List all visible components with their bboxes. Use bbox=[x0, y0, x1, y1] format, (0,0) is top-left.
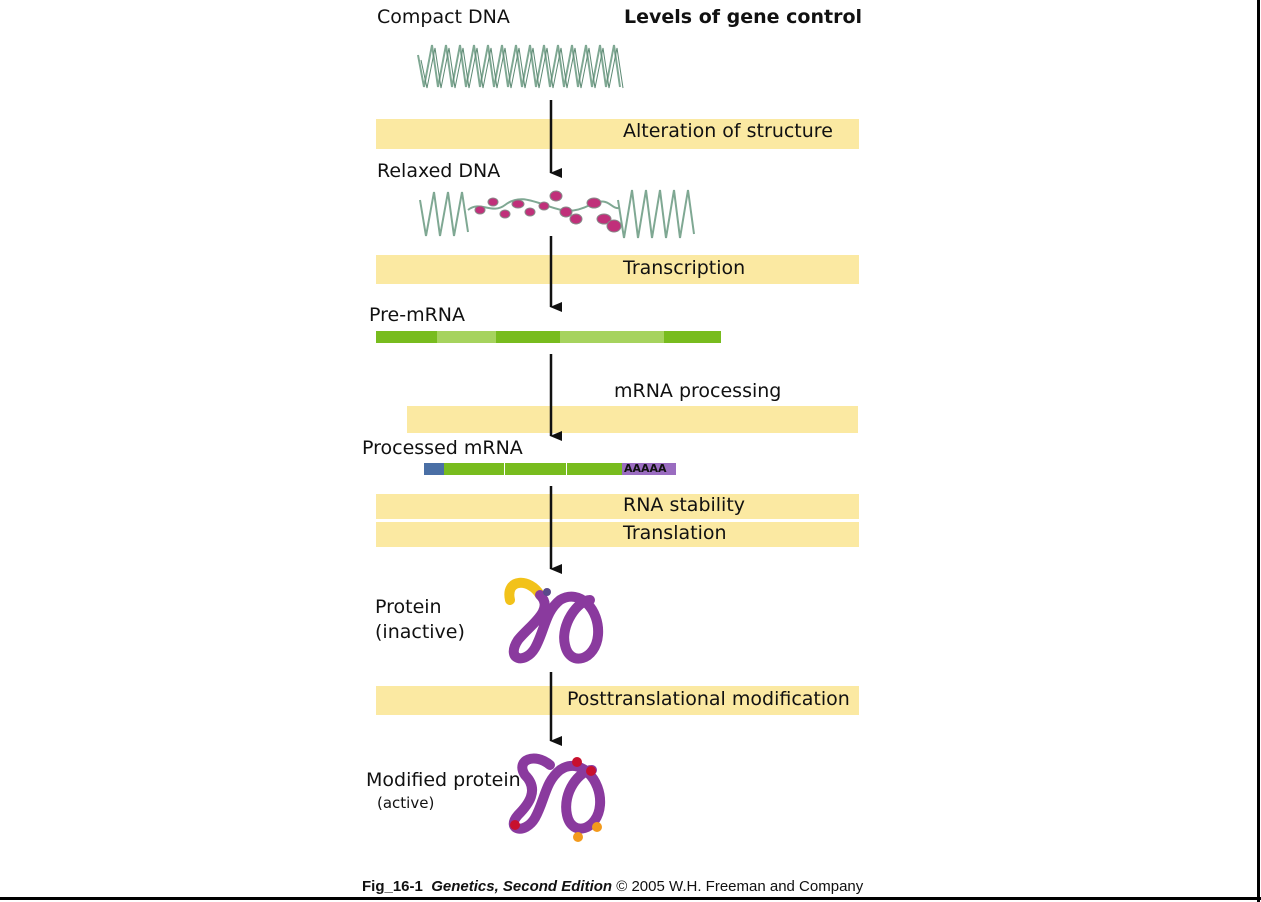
page-title: Levels of gene control bbox=[624, 6, 863, 28]
label-modified-protein: Modified protein bbox=[366, 769, 521, 791]
label-protein: Protein bbox=[375, 596, 442, 618]
processed-mrna-bar bbox=[424, 463, 676, 475]
label-relaxed-dna: Relaxed DNA bbox=[377, 160, 501, 182]
inactive-protein-icon bbox=[504, 577, 604, 664]
label-compact-dna: Compact DNA bbox=[377, 6, 510, 28]
label-processed-mrna: Processed mRNA bbox=[362, 437, 523, 459]
level-rna-stability: RNA stability bbox=[623, 494, 746, 516]
band-translation bbox=[376, 522, 859, 547]
level-posttranslational: Posttranslational modification bbox=[567, 688, 850, 710]
band-transcription bbox=[376, 255, 859, 284]
frame-border-bottom bbox=[0, 897, 1261, 900]
label-poly-a: AAAAA bbox=[624, 462, 667, 475]
band-rna-stability bbox=[376, 494, 859, 519]
band-alteration bbox=[376, 119, 859, 149]
label-modified-active: (active) bbox=[377, 794, 435, 812]
pre-mrna-bar bbox=[376, 331, 721, 343]
band-mrna-processing bbox=[407, 406, 858, 433]
label-pre-mrna: Pre-mRNA bbox=[369, 304, 465, 326]
caption-fig: Fig_16-1 bbox=[362, 878, 423, 895]
modified-protein-icon bbox=[508, 753, 606, 842]
figure-caption: Fig_16-1 Genetics, Second Edition © 2005… bbox=[362, 878, 863, 895]
frame-border-right bbox=[1257, 0, 1260, 902]
level-alteration: Alteration of structure bbox=[623, 120, 833, 142]
caption-book: Genetics, Second Edition bbox=[431, 878, 613, 895]
compact-dna-icon bbox=[417, 44, 624, 89]
band-posttranslational bbox=[376, 686, 859, 715]
level-mrna-processing: mRNA processing bbox=[614, 380, 782, 402]
level-translation: Translation bbox=[623, 522, 727, 544]
caption-rest: © 2005 W.H. Freeman and Company bbox=[616, 878, 864, 895]
level-transcription: Transcription bbox=[623, 257, 746, 279]
relaxed-dna-icon bbox=[419, 189, 695, 239]
label-protein-inactive: (inactive) bbox=[375, 621, 465, 643]
